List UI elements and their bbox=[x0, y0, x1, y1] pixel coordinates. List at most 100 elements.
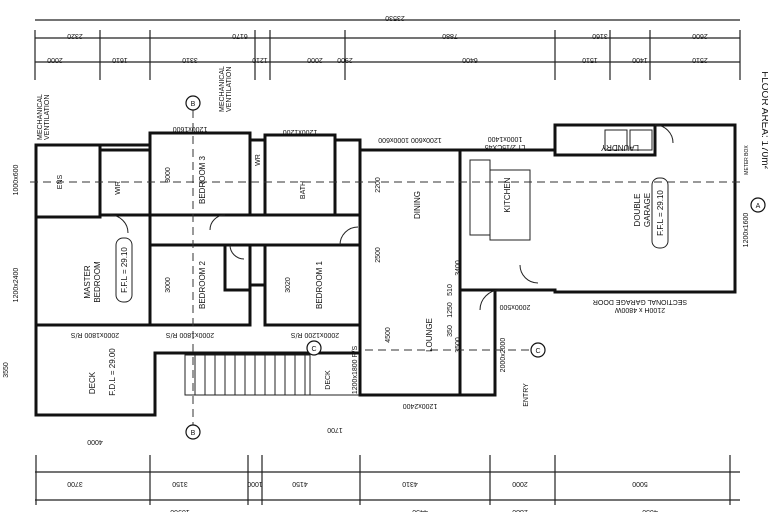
door-swings bbox=[109, 124, 674, 311]
bedroom2-label: BEDROOM 2 bbox=[198, 260, 207, 309]
dimension-label: 3160 bbox=[592, 32, 608, 39]
annotations: MECHANICALVENTILATION MECHANICALVENTILAT… bbox=[3, 66, 750, 445]
dimension-label: 4150 bbox=[292, 480, 308, 487]
dimension-label: 1510 bbox=[582, 56, 598, 63]
dimension-lines-bottom bbox=[35, 455, 740, 505]
dimension-label: 2900 bbox=[337, 56, 353, 63]
section-markers: A B B C C bbox=[185, 95, 766, 440]
master-ffl-cloud bbox=[115, 237, 133, 303]
garage-window-note: 1200x1600 bbox=[743, 213, 750, 248]
dimension-label: 4450 bbox=[412, 508, 428, 512]
svg-text:A: A bbox=[756, 203, 761, 210]
room-dimension: 3020 bbox=[285, 277, 292, 293]
svg-text:C: C bbox=[535, 348, 540, 355]
dimension-label: 7880 bbox=[442, 32, 458, 39]
room-dimension: 2500 bbox=[375, 247, 382, 263]
side-dimension: 1700 bbox=[327, 426, 343, 433]
section-marker-b-top: B bbox=[185, 95, 201, 111]
dimension-label: 6170 bbox=[232, 32, 248, 39]
room-dimension: 2200 bbox=[375, 177, 382, 193]
room-dimension: 3000 bbox=[165, 277, 172, 293]
dimension-label: 4630 bbox=[642, 508, 658, 512]
laundry-label: LAUNDRY bbox=[600, 143, 639, 152]
dimension-label: 1610 bbox=[112, 56, 128, 63]
window-note: 2000x1200 R/S bbox=[291, 331, 340, 338]
master-ffl: F.F.L = 29.10 bbox=[120, 247, 129, 293]
walls bbox=[34, 123, 737, 417]
window-note: 1000x600 bbox=[13, 165, 20, 196]
dimension-label: 1000 bbox=[247, 480, 263, 487]
room-dimension: 4500 bbox=[385, 327, 392, 343]
deck-fdl: F.D.L = 29.00 bbox=[108, 348, 117, 396]
bedroom3-label: BEDROOM 3 bbox=[198, 155, 207, 204]
overall-dimension: 23530 bbox=[385, 14, 405, 21]
dimension-label: 3310 bbox=[182, 56, 198, 63]
dimension-lines-top bbox=[34, 19, 741, 80]
garage-ffl-cloud bbox=[651, 177, 669, 249]
lounge-label: LOUNGE bbox=[425, 318, 434, 352]
room-dimension: 3400 bbox=[455, 260, 462, 276]
window-note: 2000x1800 R/S bbox=[71, 331, 120, 338]
side-dimension: 4000 bbox=[87, 438, 103, 445]
wr-label: WR bbox=[255, 154, 262, 166]
dimension-label: 4310 bbox=[402, 480, 418, 487]
garage-label: DOUBLEGARAGE bbox=[633, 193, 652, 227]
window-note: 1200x2400 bbox=[13, 268, 20, 303]
dimension-label: 2000 bbox=[307, 56, 323, 63]
section-marker-c-left: C bbox=[306, 340, 322, 356]
window-note: 1200x1200 bbox=[283, 128, 318, 135]
dimension-label: 2000 bbox=[47, 56, 63, 63]
room-dimension: 3000 bbox=[165, 167, 172, 183]
entry-label: ENTRY bbox=[523, 383, 530, 407]
dimension-label: 2600 bbox=[692, 32, 708, 39]
section-marker-b-bottom: B bbox=[185, 424, 201, 440]
window-note: 1200x2400 bbox=[403, 402, 438, 409]
room-dimension: 1250 bbox=[447, 302, 454, 318]
section-marker-a: A bbox=[750, 197, 766, 213]
dimension-label: 2880 bbox=[512, 508, 528, 512]
garage-ffl: F.F.L = 29.10 bbox=[656, 190, 665, 236]
dimension-label: 10960 bbox=[170, 508, 190, 512]
room-dimension: 510 bbox=[447, 284, 454, 296]
svg-text:B: B bbox=[191, 101, 196, 108]
mech-vent-note-2: MECHANICALVENTILATION bbox=[219, 66, 233, 112]
window-note: 1200x600 1000x600 bbox=[378, 136, 442, 143]
window-note: 2000x2000 bbox=[500, 338, 507, 373]
window-note: 1200x1800 R/S bbox=[352, 346, 359, 395]
floor-area-title: FLOOR AREA: 170m² bbox=[759, 71, 768, 169]
dimension-label: 6400 bbox=[462, 56, 478, 63]
room-dimension: 3500 bbox=[455, 337, 462, 353]
bath-label: BATH bbox=[300, 181, 307, 199]
room-dimension: 350 bbox=[447, 325, 454, 337]
grid-lines bbox=[30, 110, 740, 430]
dimension-label: 2000 bbox=[512, 480, 528, 487]
master-bedroom-label: MASTERBEDROOM bbox=[83, 261, 102, 303]
dimension-label: 5000 bbox=[632, 480, 648, 487]
svg-text:B: B bbox=[191, 430, 196, 437]
section-marker-c-right: C bbox=[530, 342, 546, 358]
dimension-label: 1400 bbox=[632, 56, 648, 63]
dimension-label: 2320 bbox=[67, 32, 83, 39]
window-note: 1200x1600 bbox=[173, 125, 208, 132]
window-note: 2000x500 bbox=[500, 303, 531, 310]
kitchen-label: KITCHEN bbox=[503, 177, 512, 212]
ens-label: ENS bbox=[57, 174, 64, 189]
deck-label: DECK bbox=[88, 371, 97, 394]
svg-text:C: C bbox=[311, 346, 316, 353]
mech-vent-note-1: MECHANICALVENTILATION bbox=[37, 94, 51, 140]
dining-label: DINING bbox=[413, 191, 422, 219]
bedroom1-label: BEDROOM 1 bbox=[315, 260, 324, 309]
dimension-label: 2510 bbox=[692, 56, 708, 63]
dimension-label: 3150 bbox=[172, 480, 188, 487]
window-note: 2000x1800 R/S bbox=[166, 331, 215, 338]
side-dimension: 3550 bbox=[3, 362, 10, 378]
room-labels: MASTERBEDROOM F.F.L = 29.10 BEDROOM 3 BE… bbox=[57, 143, 669, 407]
small-deck-label: DECK bbox=[325, 370, 332, 390]
dimension-label: 1210 bbox=[252, 56, 268, 63]
wir-label: WIR bbox=[115, 181, 122, 195]
dimension-label: 3700 bbox=[67, 480, 83, 487]
meter-box-note: METER BOX bbox=[744, 145, 750, 175]
